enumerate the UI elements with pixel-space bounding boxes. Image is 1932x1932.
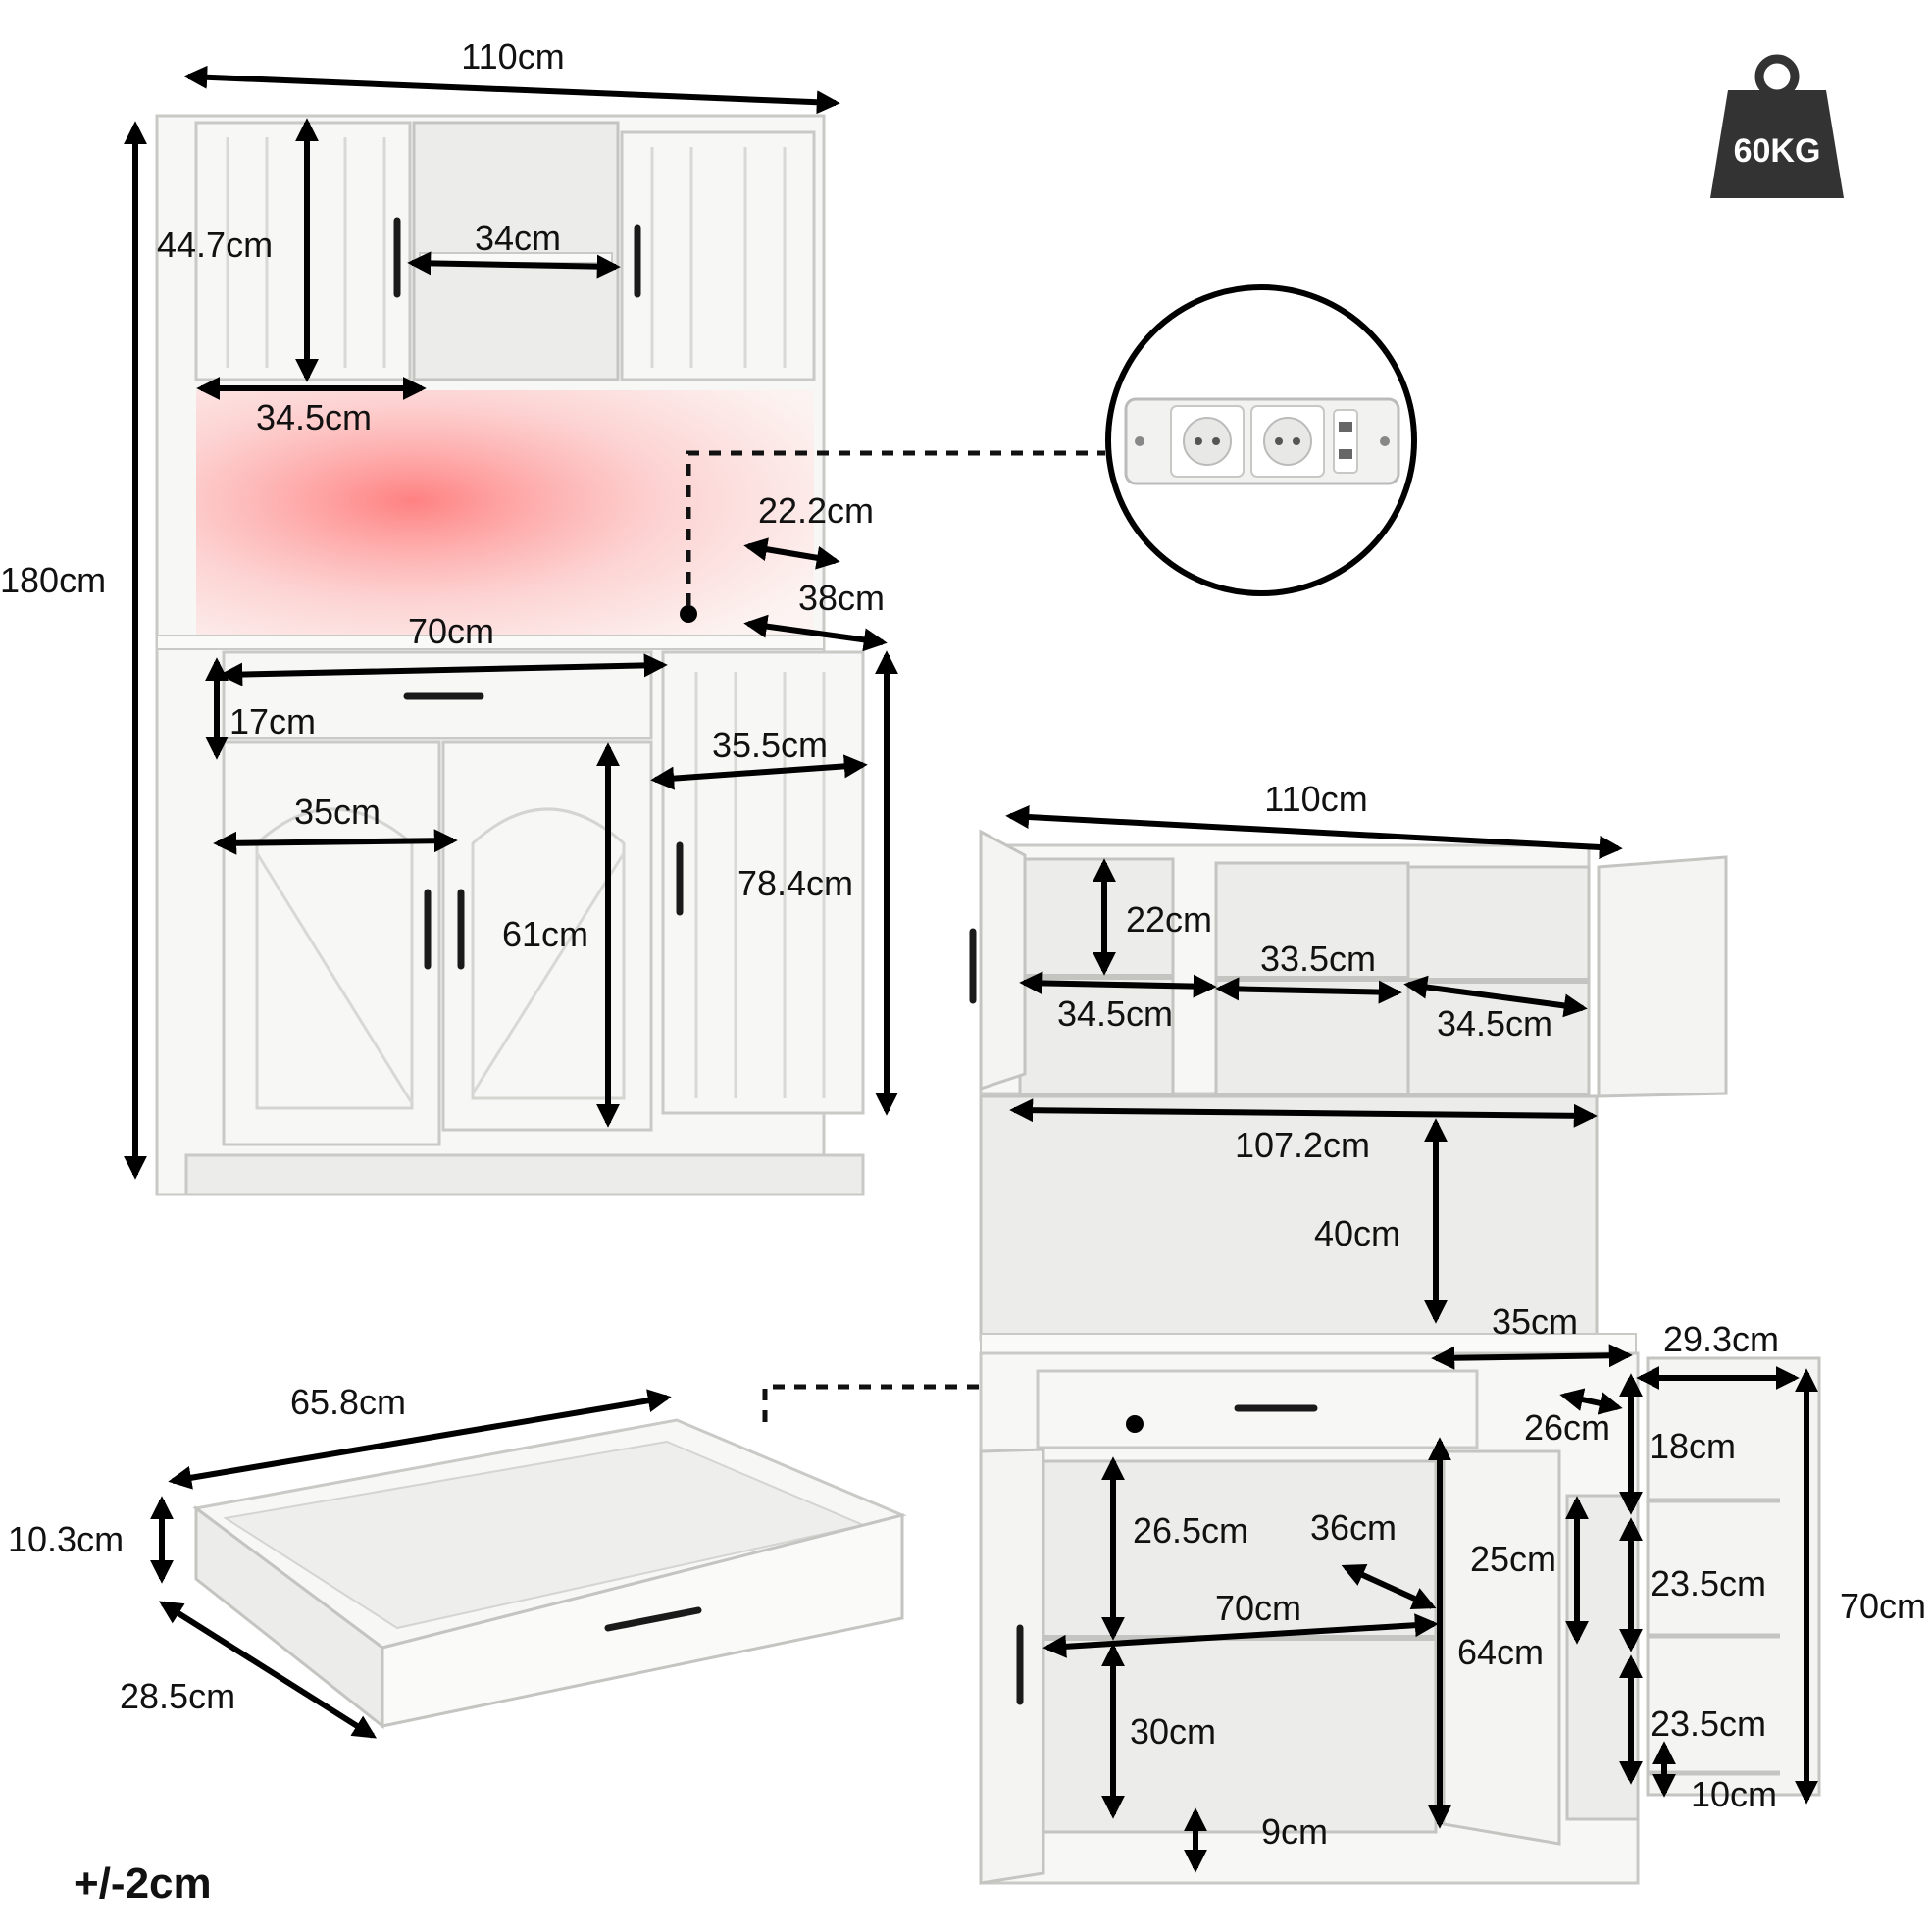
label-middle-cubby: 33.5cm — [1260, 939, 1376, 979]
label-lower-top: 26.5cm — [1133, 1510, 1248, 1551]
label-left-cubby: 34.5cm — [1057, 993, 1173, 1034]
label-base-height: 9cm — [1261, 1811, 1328, 1852]
label-hutch-gap: 22.2cm — [758, 490, 874, 531]
label-side-top-shelf: 18cm — [1650, 1426, 1736, 1466]
open-left-upper-door — [979, 829, 1027, 1092]
dimension-lines — [124, 65, 1818, 1873]
label-shelf-height: 22cm — [1126, 899, 1212, 940]
label-depth: 38cm — [798, 578, 885, 618]
drawer-handle — [604, 1606, 702, 1632]
label-side-depth: 29.3cm — [1663, 1319, 1779, 1359]
label-open-shelf-width: 34cm — [475, 218, 561, 258]
label-upper-door-width: 34.5cm — [256, 397, 372, 437]
label-side-low-shelf: 23.5cm — [1651, 1703, 1766, 1744]
label-side-base: 10cm — [1691, 1774, 1777, 1814]
dimension-labels: 110cm 180cm 44.7cm 34cm 34.5cm 22.2cm 38… — [0, 36, 1926, 1907]
weight-icon — [1754, 54, 1800, 99]
label-side-inner-depth: 26cm — [1524, 1407, 1610, 1448]
label-inner-width: 107.2cm — [1235, 1125, 1370, 1165]
label-door-shelf-height: 25cm — [1470, 1539, 1556, 1579]
dim-drawer-length — [168, 1389, 672, 1490]
label-counter-depth: 35cm — [1492, 1301, 1578, 1342]
dim-side-inner-depth — [1559, 1388, 1623, 1415]
open-shelf-area — [412, 121, 620, 381]
label-drawer-height: 17cm — [229, 701, 316, 741]
socket-location-dot — [680, 605, 697, 623]
label-lower-cabinet-height: 64cm — [1457, 1632, 1544, 1672]
label-inner-depth: 36cm — [1310, 1507, 1397, 1548]
label-upper-door-height: 44.7cm — [157, 225, 273, 265]
dim-depth — [743, 614, 888, 652]
dim-counter-depth — [1431, 1344, 1633, 1370]
dim-drawer-depth — [158, 1601, 378, 1739]
label-lower-bottom: 30cm — [1130, 1711, 1216, 1752]
label-front-width: 110cm — [461, 36, 564, 76]
cabinet-plinth — [184, 1153, 865, 1196]
label-lower-door-width: 35cm — [294, 791, 381, 832]
dim-right-cubby — [1403, 975, 1588, 1018]
label-lower-door-height: 61cm — [502, 914, 588, 954]
dim-inner-width — [1009, 1098, 1598, 1128]
label-open-width: 110cm — [1264, 779, 1367, 819]
weight-label: 60KG — [1734, 132, 1821, 170]
dim-lower-door-width — [213, 829, 458, 855]
label-side-total-height: 70cm — [1840, 1586, 1926, 1626]
label-drawer-length: 65.8cm — [290, 1382, 406, 1422]
label-front-height: 180cm — [0, 560, 106, 600]
tolerance-note: +/-2cm — [74, 1859, 212, 1907]
label-side-door-width: 35.5cm — [712, 725, 828, 765]
upper-right-door — [620, 130, 816, 381]
label-drawer-depth: 28.5cm — [120, 1676, 235, 1716]
label-drawer-box-height: 10.3cm — [8, 1519, 124, 1559]
dim-inner-depth — [1341, 1564, 1437, 1609]
dim-side-door-width — [650, 754, 868, 790]
label-drawer-width: 70cm — [408, 611, 494, 651]
weight-badge: 60KG — [1710, 54, 1844, 198]
label-lower-width: 70cm — [1215, 1588, 1301, 1628]
dim-middle-cubby — [1215, 977, 1402, 1004]
dim-hutch-gap — [743, 537, 840, 570]
open-hutch-middle — [979, 1094, 1599, 1342]
dim-open-width — [1005, 805, 1623, 859]
dim-drawer-width — [219, 653, 668, 686]
open-right-upper-door — [1597, 855, 1728, 1098]
drawer-view — [192, 1384, 998, 1730]
socket-detail — [1105, 284, 1417, 596]
dim-open-shelf-width — [407, 251, 621, 279]
drawer-leader-line — [762, 1384, 998, 1422]
open-lower-left-door — [979, 1448, 1045, 1885]
open-side-door — [1646, 1356, 1821, 1797]
drawer-socket-dot — [1126, 1415, 1144, 1433]
socket-leader-line — [686, 450, 1105, 605]
dim-front-width — [183, 65, 840, 115]
led-glow-area — [196, 390, 814, 636]
label-right-cubby: 34.5cm — [1437, 1003, 1552, 1043]
front-view-cabinet — [155, 114, 1105, 1196]
label-side-cabinet-height: 78.4cm — [737, 863, 853, 903]
label-side-mid-shelf: 23.5cm — [1651, 1563, 1766, 1603]
usb-ports — [1333, 409, 1358, 474]
label-hutch-height: 40cm — [1314, 1213, 1400, 1253]
weight-body — [1710, 90, 1844, 198]
dim-left-cubby — [1019, 971, 1217, 998]
